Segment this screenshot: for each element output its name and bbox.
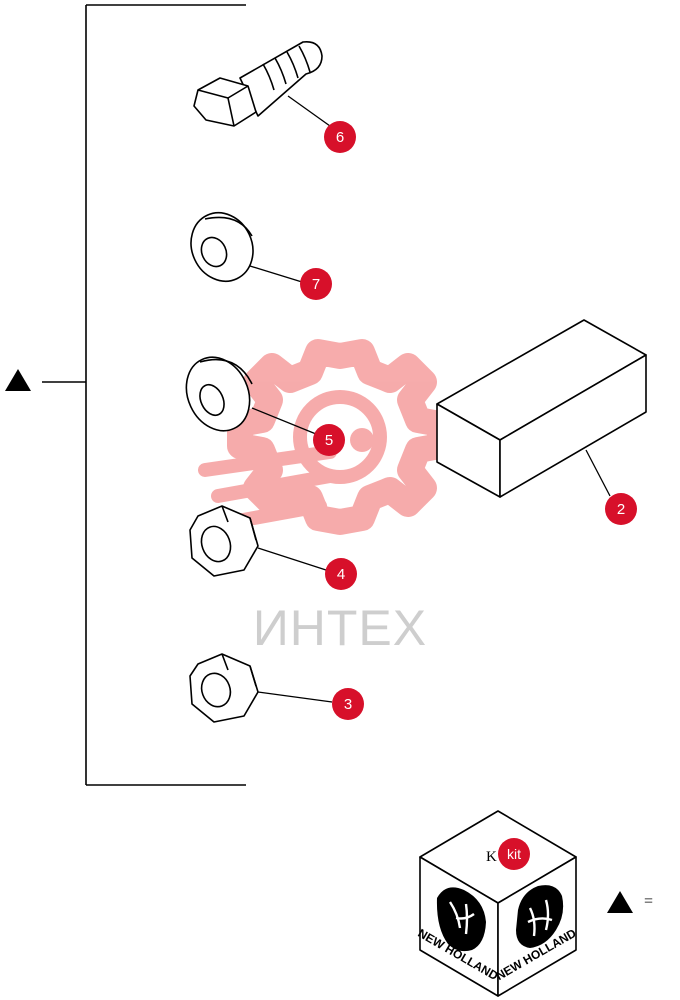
leader-line-6 (287, 95, 331, 127)
bolt-icon (193, 40, 323, 127)
watermark-gear-icon (198, 339, 453, 535)
watermark-text: ИНТЕХ (253, 600, 427, 656)
flat-washer-icon (190, 212, 254, 282)
callout-5[interactable]: 5 (313, 424, 345, 456)
new-holland-leaf-logo-icon-right (516, 885, 564, 948)
callout-5-label: 5 (325, 432, 333, 449)
spring-washer-icon (185, 356, 253, 432)
hex-nut-icon-2 (189, 653, 259, 723)
legend-triangle-icon (607, 891, 633, 913)
kit-box: K kit NEW HOLLAND NEW HOLLAND (416, 810, 579, 997)
callout-7[interactable]: 7 (300, 268, 332, 300)
callout-6[interactable]: 6 (324, 121, 356, 153)
callout-2-label: 2 (617, 501, 625, 518)
kit-badge-label: kit (507, 846, 521, 862)
watermark: ИНТЕХ (198, 339, 453, 656)
leader-line-2 (585, 449, 611, 497)
callout-6-label: 6 (336, 129, 344, 146)
hex-nut-icon (189, 505, 259, 577)
leader-line-5 (251, 407, 317, 435)
kit-k-letter: K (486, 849, 497, 865)
callout-4[interactable]: 4 (325, 558, 357, 590)
kit-badge: kit (498, 838, 530, 870)
leader-line-3 (257, 691, 333, 703)
callout-4-label: 4 (337, 566, 345, 583)
leader-line-4 (257, 547, 327, 571)
kit-bracket (42, 4, 246, 786)
callout-2[interactable]: 2 (605, 493, 637, 525)
kit-marker-triangle-icon (5, 369, 31, 391)
callout-3-label: 3 (344, 696, 352, 713)
new-holland-leaf-logo-icon (436, 887, 486, 952)
callout-3[interactable]: 3 (332, 688, 364, 720)
legend-equals: = (644, 893, 653, 910)
block-icon (436, 319, 647, 498)
leader-line-7 (249, 265, 303, 283)
callout-7-label: 7 (312, 276, 320, 293)
